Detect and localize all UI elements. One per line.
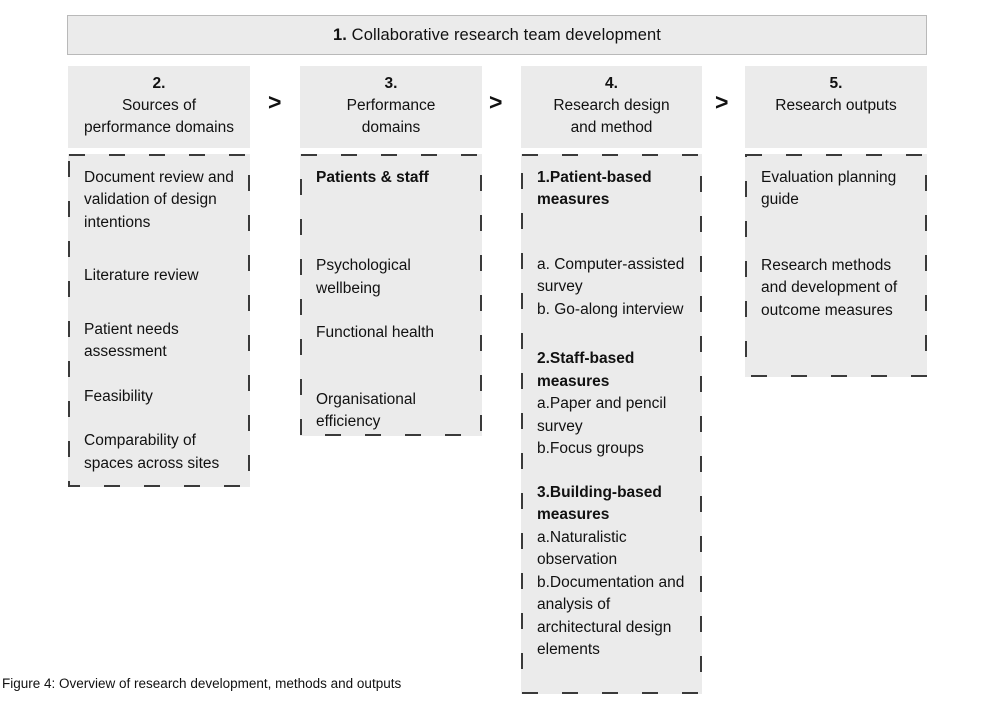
column-title-line1: Research design	[553, 97, 670, 114]
column-title-line2: domains	[361, 119, 421, 136]
column-body-research-design-and-method: 1.Patient-based measures a. Computer-ass…	[521, 154, 702, 694]
list-item: a.Paper and pencil survey	[537, 395, 667, 435]
column-header-sources-of-performance-domains: 2. Sources of performance domains	[68, 66, 250, 148]
column-header-research-design-and-method: 4. Research design and method	[521, 66, 702, 148]
column-title-line1: Research outputs	[775, 97, 897, 114]
column-body-sources-of-performance-domains: Document review and validation of design…	[68, 154, 250, 487]
list-item: Patients & staff	[316, 169, 429, 186]
arrow-separator-2-icon: >	[489, 89, 503, 115]
column-body-performance-domains: Patients & staff Psychological wellbeing…	[300, 154, 482, 436]
list-item: Evaluation planning guide	[761, 169, 897, 209]
list-item: a.Naturalistic observation	[537, 528, 627, 569]
banner-number: 1.	[333, 25, 347, 44]
column-research-design-and-method: 4. Research design and method 1.Patient-…	[521, 66, 702, 694]
list-item: a. Computer-assisted survey	[537, 255, 685, 296]
column-header-performance-domains: 3. Performance domains	[300, 66, 482, 148]
list-item: Psychological wellbeing	[316, 257, 411, 297]
column-number: 3.	[384, 75, 398, 92]
column-sources-of-performance-domains: 2. Sources of performance domains Docume…	[68, 66, 250, 487]
banner-title: Collaborative research team development	[351, 25, 661, 44]
list-item: Document review and validation of design…	[84, 169, 234, 231]
list-item: 2.Staff-based measures	[537, 350, 635, 390]
list-item: Organisational efficiency	[316, 390, 416, 431]
list-item: Comparability of spaces across sites	[84, 432, 220, 472]
banner-collaborative-research-team-development: 1. Collaborative research team developme…	[67, 15, 927, 55]
column-title-line2: and method	[570, 119, 653, 136]
list-item: 3.Building-based measures	[537, 483, 662, 524]
list-item: Patient needs assessment	[84, 320, 179, 361]
arrow-separator-3-icon: >	[715, 89, 729, 115]
list-item: 1.Patient-based measures	[537, 169, 652, 209]
list-item: Functional health	[316, 324, 435, 342]
list-item: b.Focus groups	[537, 440, 644, 458]
list-item: b. Go-along interview	[537, 300, 684, 318]
column-performance-domains: 3. Performance domains Patients & staff …	[300, 66, 482, 436]
column-research-outputs: 5. Research outputs Evaluation planning …	[745, 66, 927, 377]
column-body-research-outputs: Evaluation planning guide Research metho…	[745, 154, 927, 377]
figure-caption: Figure 4: Overview of research developme…	[2, 676, 402, 691]
column-title-line1: Sources of	[121, 97, 197, 114]
column-title-line1: Performance	[346, 97, 436, 114]
list-item: Literature review	[84, 267, 199, 285]
column-number: 4.	[605, 75, 618, 92]
list-item: b.Documentation and analysis of architec…	[537, 573, 685, 658]
column-number: 2.	[152, 75, 166, 92]
list-item: Research methods and development of outc…	[761, 256, 898, 319]
column-header-research-outputs: 5. Research outputs	[745, 66, 927, 148]
arrow-separator-1-icon: >	[268, 89, 282, 115]
banner-text: 1. Collaborative research team developme…	[333, 26, 661, 45]
column-number: 5.	[829, 75, 843, 92]
column-title-line2: performance domains	[84, 119, 234, 136]
list-item: Feasibility	[84, 387, 153, 405]
